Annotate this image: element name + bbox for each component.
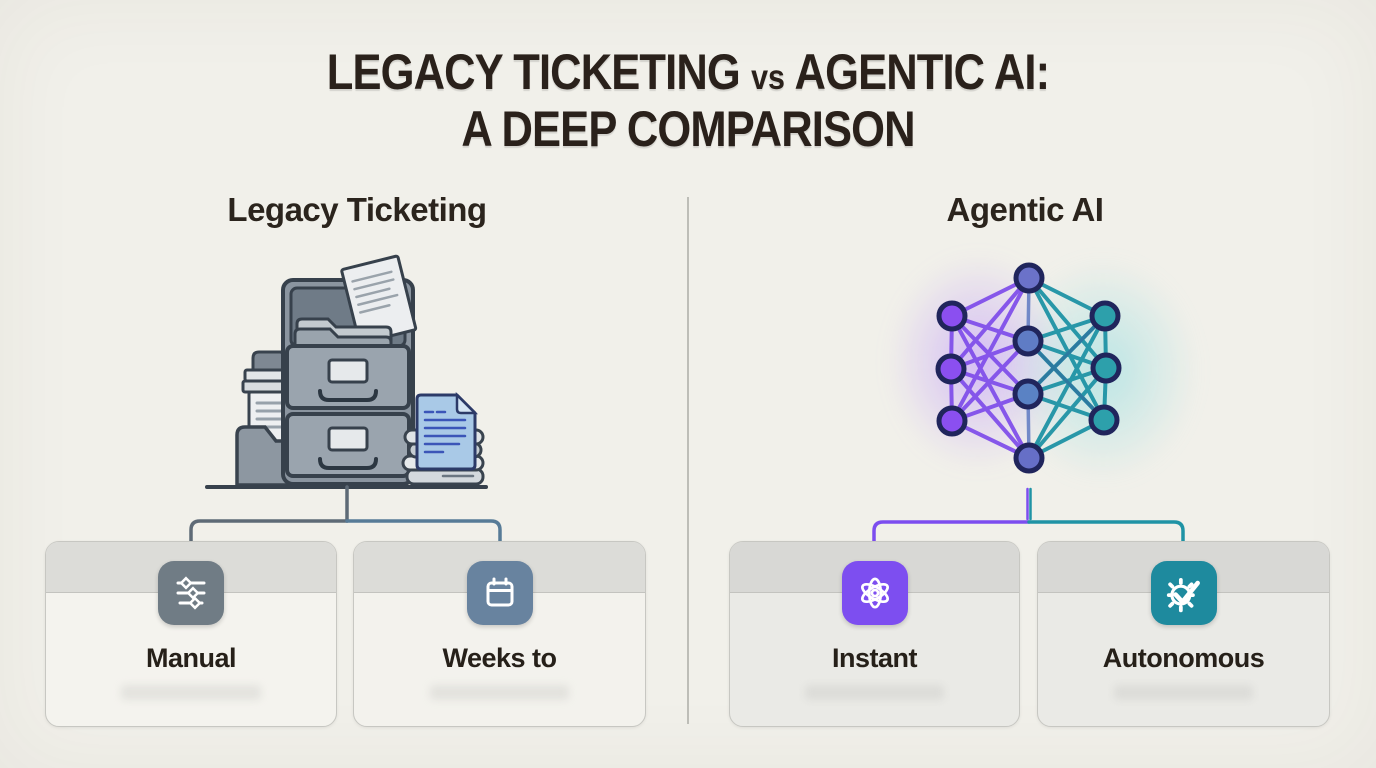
title-vs: vs <box>751 58 785 97</box>
faded-ghost-text <box>121 685 261 700</box>
document-stack-right <box>401 391 485 486</box>
agentic-column-heading: Agentic AI <box>946 191 1104 228</box>
card-label: Weeks to <box>442 643 557 673</box>
card-autonomous: Autonomous <box>1037 541 1330 727</box>
page-title: LEGACY TICKETING vs AGENTIC AI: A DEEP C… <box>89 44 1286 158</box>
atom-icon <box>841 561 908 625</box>
gear-check-icon <box>1150 561 1217 625</box>
neural-network-illustration <box>880 238 1200 508</box>
title-left-part: LEGACY TICKETING <box>326 44 741 100</box>
faded-ghost-text <box>429 685 570 700</box>
column-divider <box>687 197 689 724</box>
filing-cabinet-illustration <box>205 254 488 489</box>
card-weeks-to: Weeks to <box>353 541 646 727</box>
card-label: Instant <box>831 643 918 673</box>
title-line-2: A DEEP COMPARISON <box>461 101 915 157</box>
title-right-part: AGENTIC AI: <box>794 44 1051 100</box>
card-label: Manual <box>145 643 237 673</box>
cabinet-body <box>281 254 418 486</box>
card-manual: Manual <box>45 541 337 727</box>
faded-ghost-text <box>805 685 944 700</box>
sliders-icon <box>158 561 224 625</box>
neural-network-graph <box>935 262 1122 474</box>
card-label: Autonomous <box>1102 643 1265 673</box>
calendar-icon <box>466 561 533 625</box>
legacy-column-heading: Legacy Ticketing <box>227 191 487 228</box>
faded-ghost-text <box>1113 685 1254 700</box>
title-line-1: LEGACY TICKETING vs AGENTIC AI: <box>89 44 1286 101</box>
card-instant: Instant <box>729 541 1020 727</box>
